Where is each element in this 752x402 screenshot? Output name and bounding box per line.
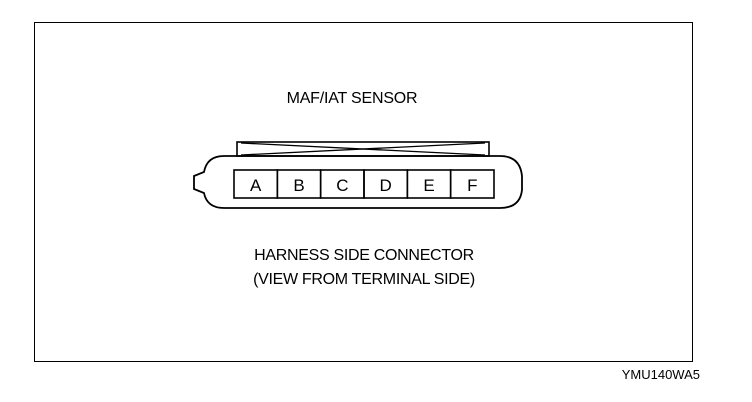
figure-id: YMU140WA5 [621,367,700,382]
caption-line-2: (VIEW FROM TERMINAL SIDE) [253,271,475,288]
connector-housing [193,155,523,209]
connector-caption: HARNESS SIDE CONNECTOR (VIEW FROM TERMIN… [0,244,728,292]
terminal-cell-f [449,169,495,199]
caption-line-1: HARNESS SIDE CONNECTOR [254,247,474,264]
terminal-label-b: B [293,176,304,195]
diagram-frame [34,22,693,362]
terminal-label-c: C [336,176,348,195]
terminal-label-a: A [250,176,262,195]
diagram-title: MAF/IAT SENSOR [286,90,418,107]
locking-tab [236,141,490,157]
terminal-label-d: D [380,176,392,195]
terminal-label-e: E [423,176,434,195]
terminal-label-f: F [467,176,477,195]
terminal-row: A B C D E F [233,169,495,199]
